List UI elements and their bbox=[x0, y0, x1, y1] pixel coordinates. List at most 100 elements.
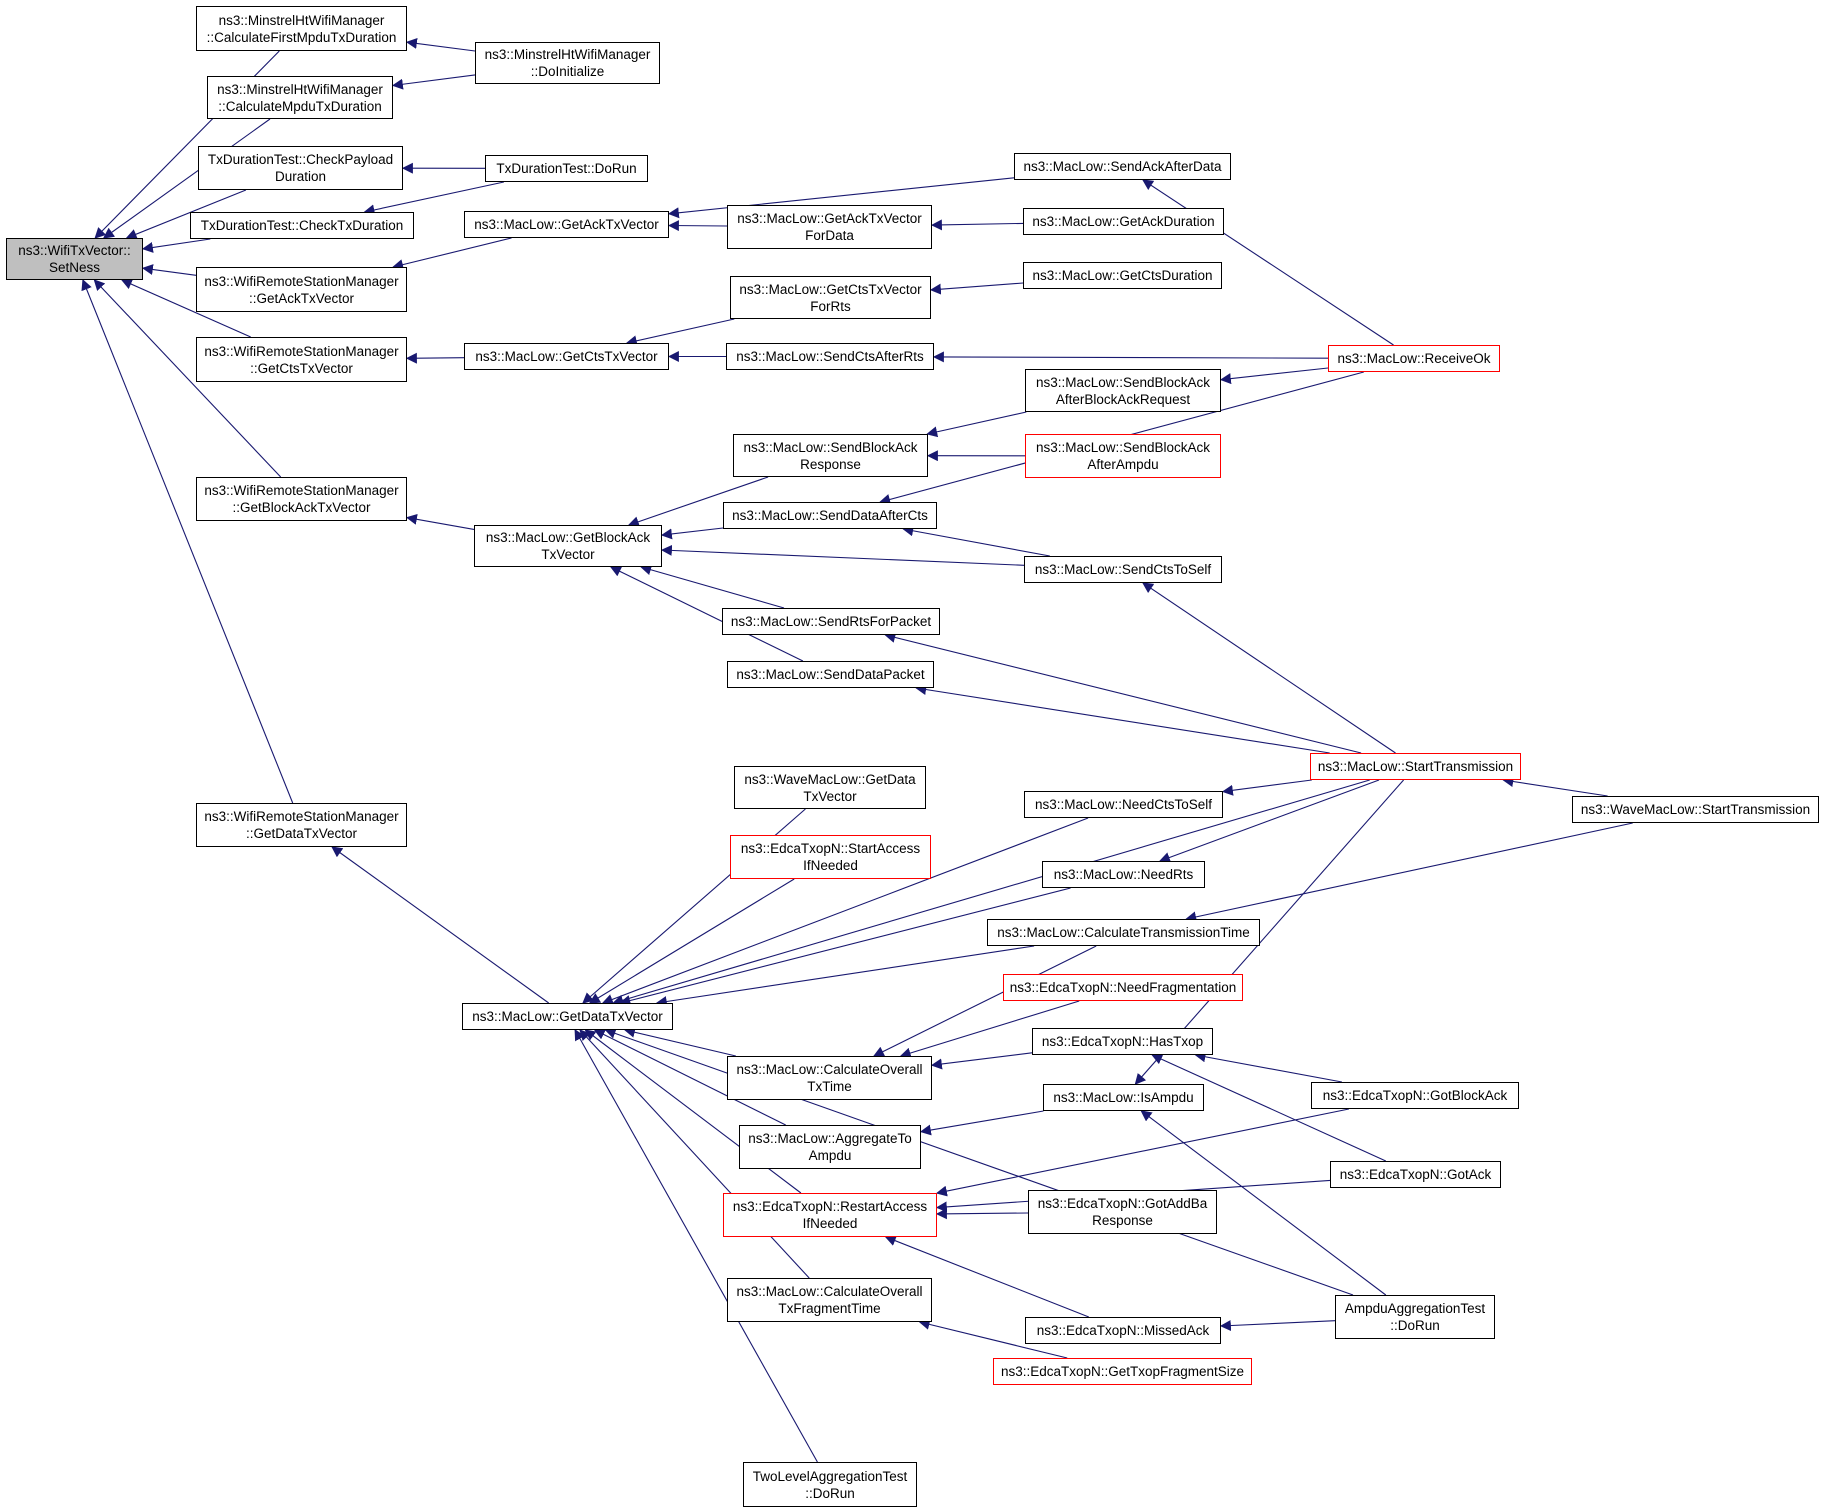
node-maclow-calculateoverall-txfragmenttime[interactable]: ns3::MacLow::CalculateOverall TxFragment… bbox=[727, 1278, 932, 1322]
node-maclow-senddatapacket[interactable]: ns3::MacLow::SendDataPacket bbox=[727, 661, 934, 688]
node-maclow-calculateoverall-txtime[interactable]: ns3::MacLow::CalculateOverall TxTime bbox=[727, 1056, 932, 1100]
edge-n9-to-n2 bbox=[391, 74, 476, 90]
edge-n35-to-n14 bbox=[601, 817, 1089, 1005]
edge-n49-to-n42 bbox=[1219, 1320, 1336, 1332]
edge-n21-to-n13 bbox=[609, 566, 804, 662]
edge-n34-to-n19 bbox=[902, 525, 1050, 557]
edge-n45-to-n14 bbox=[612, 779, 1370, 1006]
node-edcatxopn-restartaccess-ifneeded[interactable]: ns3::EdcaTxopN::RestartAccess IfNeeded bbox=[723, 1193, 937, 1237]
edge-n18-to-n13 bbox=[627, 476, 769, 527]
node-edcatxopn-gettxopfragmentsize[interactable]: ns3::EdcaTxopN::GetTxopFragmentSize bbox=[993, 1358, 1252, 1385]
edge-n30-to-n15 bbox=[930, 219, 1024, 231]
node-wifiremotestationmanager-getdatatxvector[interactable]: ns3::WifiRemoteStationManager ::GetDataT… bbox=[196, 803, 407, 847]
edge-n31-to-n16 bbox=[929, 282, 1024, 295]
node-wifiremotestationmanager-getacktxvector[interactable]: ns3::WifiRemoteStationManager ::GetAckTx… bbox=[196, 267, 407, 312]
node-edcatxopn-gotblockack[interactable]: ns3::EdcaTxopN::GotBlockAck bbox=[1311, 1082, 1519, 1109]
node-wifitxvector-setness[interactable]: ns3::WifiTxVector:: SetNess bbox=[6, 238, 143, 280]
edge-n39-to-n24 bbox=[930, 1052, 1033, 1070]
node-maclow-sendrtsforpacket[interactable]: ns3::MacLow::SendRtsForPacket bbox=[722, 608, 940, 635]
edge-n45-to-n20 bbox=[884, 632, 1362, 754]
edge-n46-to-n45 bbox=[1502, 776, 1608, 797]
edge-n29-to-n11 bbox=[667, 177, 1015, 219]
node-txdurationtest-checktxduration[interactable]: TxDurationTest::CheckTxDuration bbox=[190, 212, 414, 239]
edge-n7-to-n0 bbox=[93, 279, 282, 478]
edge-n45-to-n36 bbox=[1158, 779, 1380, 863]
edge-n47-to-n39 bbox=[1194, 1051, 1342, 1083]
edge-n45-to-n35 bbox=[1221, 779, 1312, 796]
edge-n44-to-n32 bbox=[1219, 367, 1329, 385]
node-maclow-receiveok[interactable]: ns3::MacLow::ReceiveOk bbox=[1328, 345, 1500, 372]
edge-n44-to-n29 bbox=[1142, 179, 1394, 346]
edge-n4-to-n0 bbox=[141, 238, 211, 253]
node-maclow-sendblockack-afterblockackrequest[interactable]: ns3::MacLow::SendBlockAck AfterBlockAckR… bbox=[1025, 369, 1221, 412]
node-edcatxopn-needfragmentation[interactable]: ns3::EdcaTxopN::NeedFragmentation bbox=[1003, 974, 1243, 1001]
edge-n24-to-n14 bbox=[623, 1026, 736, 1057]
edge-n49-to-n40 bbox=[1140, 1110, 1387, 1296]
node-maclow-senddataaftercts[interactable]: ns3::MacLow::SendDataAfterCts bbox=[723, 502, 937, 529]
node-wifiremotestationmanager-getblockacktxvector[interactable]: ns3::WifiRemoteStationManager ::GetBlock… bbox=[196, 477, 407, 521]
node-maclow-starttransmission[interactable]: ns3::MacLow::StartTransmission bbox=[1310, 753, 1521, 780]
edge-n40-to-n25 bbox=[919, 1110, 1044, 1136]
edge-n6-to-n0 bbox=[120, 278, 251, 338]
node-minstrelhtwifimanager-calculatefirstmpdutxduration[interactable]: ns3::MinstrelHtWifiManager ::CalculateFi… bbox=[196, 6, 407, 51]
edge-n34-to-n13 bbox=[660, 544, 1025, 566]
node-maclow-getctstxvector[interactable]: ns3::MacLow::GetCtsTxVector bbox=[464, 343, 669, 370]
edge-n10-to-n4 bbox=[363, 181, 505, 216]
node-edcatxopn-missedack[interactable]: ns3::EdcaTxopN::MissedAck bbox=[1025, 1317, 1221, 1344]
node-maclow-calculatetransmissiontime[interactable]: ns3::MacLow::CalculateTransmissionTime bbox=[987, 919, 1260, 946]
edge-n2-to-n0 bbox=[102, 118, 271, 239]
node-wavemaclow-starttransmission[interactable]: ns3::WaveMacLow::StartTransmission bbox=[1572, 796, 1819, 823]
node-edcatxopn-hastxop[interactable]: ns3::EdcaTxopN::HasTxop bbox=[1032, 1028, 1213, 1055]
node-maclow-getacktxvector[interactable]: ns3::MacLow::GetAckTxVector bbox=[464, 211, 669, 238]
edge-n20-to-n13 bbox=[640, 564, 785, 609]
node-maclow-sendblockack-response[interactable]: ns3::MacLow::SendBlockAck Response bbox=[733, 434, 928, 477]
node-edcatxopn-startaccess-ifneeded[interactable]: ns3::EdcaTxopN::StartAccess IfNeeded bbox=[730, 835, 931, 879]
node-maclow-getctstxvector-forrts[interactable]: ns3::MacLow::GetCtsTxVector ForRts bbox=[730, 276, 931, 319]
edge-n45-to-n21 bbox=[915, 684, 1330, 754]
edge-n43-to-n27 bbox=[918, 1319, 1068, 1359]
node-maclow-sendctsafterrts[interactable]: ns3::MacLow::SendCtsAfterRts bbox=[726, 343, 934, 370]
node-edcatxopn-gotaddba-response[interactable]: ns3::EdcaTxopN::GotAddBa Response bbox=[1028, 1190, 1217, 1234]
node-txdurationtest-checkpayload-duration[interactable]: TxDurationTest::CheckPayload Duration bbox=[198, 146, 403, 190]
node-maclow-getblockack-txvector[interactable]: ns3::MacLow::GetBlockAck TxVector bbox=[474, 525, 662, 567]
edge-n47-to-n26 bbox=[935, 1108, 1350, 1197]
node-maclow-isampdu[interactable]: ns3::MacLow::IsAmpdu bbox=[1043, 1084, 1204, 1111]
node-maclow-getacktxvector-fordata[interactable]: ns3::MacLow::GetAckTxVector ForData bbox=[727, 205, 932, 249]
edge-n16-to-n12 bbox=[625, 318, 735, 347]
edge-n44-to-n17 bbox=[932, 351, 1329, 363]
edge-n42-to-n26 bbox=[884, 1235, 1090, 1318]
node-twolevelaggregationtest-dorun[interactable]: TwoLevelAggregationTest ::DoRun bbox=[743, 1462, 917, 1507]
node-edcatxopn-gotack[interactable]: ns3::EdcaTxopN::GotAck bbox=[1330, 1161, 1501, 1188]
node-maclow-sendctstoself[interactable]: ns3::MacLow::SendCtsToSelf bbox=[1024, 556, 1222, 583]
edge-n37-to-n24 bbox=[873, 945, 1097, 1057]
node-maclow-sendblockack-afterampdu[interactable]: ns3::MacLow::SendBlockAck AfterAmpdu bbox=[1025, 434, 1221, 478]
edge-n14-to-n8 bbox=[331, 846, 550, 1004]
node-maclow-aggregateto-ampdu[interactable]: ns3::MacLow::AggregateTo Ampdu bbox=[739, 1125, 921, 1169]
edge-n45-to-n34 bbox=[1142, 582, 1396, 754]
edge-n3-to-n0 bbox=[125, 189, 247, 240]
node-minstrelhtwifimanager-calculatempdutxduration[interactable]: ns3::MinstrelHtWifiManager ::CalculateMp… bbox=[207, 76, 393, 119]
node-minstrelhtwifimanager-doinitialize[interactable]: ns3::MinstrelHtWifiManager ::DoInitializ… bbox=[475, 42, 660, 84]
node-wavemaclow-getdata-txvector[interactable]: ns3::WaveMacLow::GetData TxVector bbox=[734, 766, 926, 809]
edge-n15-to-n11 bbox=[667, 220, 728, 232]
edge-n8-to-n0 bbox=[81, 278, 294, 804]
node-maclow-getdatatxvector[interactable]: ns3::MacLow::GetDataTxVector bbox=[462, 1003, 673, 1030]
edge-n13-to-n7 bbox=[405, 513, 475, 530]
node-maclow-getctsduration[interactable]: ns3::MacLow::GetCtsDuration bbox=[1023, 262, 1222, 289]
node-maclow-needrts[interactable]: ns3::MacLow::NeedRts bbox=[1042, 861, 1205, 888]
node-txdurationtest-dorun[interactable]: TxDurationTest::DoRun bbox=[485, 155, 648, 182]
edge-n12-to-n6 bbox=[405, 352, 465, 364]
edge-n25-to-n14 bbox=[593, 1029, 786, 1126]
edge-n37-to-n14 bbox=[655, 945, 1035, 1007]
node-maclow-sendackafterdata[interactable]: ns3::MacLow::SendAckAfterData bbox=[1014, 153, 1231, 180]
edge-n9-to-n1 bbox=[405, 38, 476, 52]
edge-n32-to-n18 bbox=[926, 411, 1027, 438]
edge-n19-to-n13 bbox=[660, 527, 724, 540]
node-wifiremotestationmanager-getctstxvector[interactable]: ns3::WifiRemoteStationManager ::GetCtsTx… bbox=[196, 337, 407, 382]
node-maclow-getackduration[interactable]: ns3::MacLow::GetAckDuration bbox=[1023, 208, 1224, 235]
edge-n48-to-n39 bbox=[1151, 1054, 1387, 1162]
node-maclow-needctstoself[interactable]: ns3::MacLow::NeedCtsToSelf bbox=[1024, 791, 1223, 818]
node-ampduaggregationtest-dorun[interactable]: AmpduAggregationTest ::DoRun bbox=[1335, 1295, 1495, 1339]
edge-n23-to-n14 bbox=[588, 878, 795, 1004]
